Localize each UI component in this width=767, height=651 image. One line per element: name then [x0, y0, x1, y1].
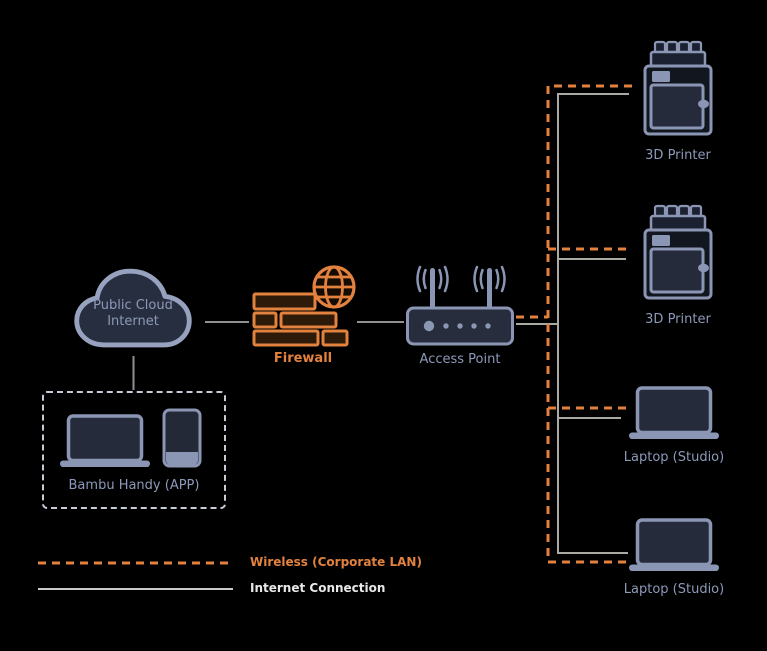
node-3d-printer-1: [643, 40, 713, 136]
brick-wall: [252, 292, 349, 347]
node-public-cloud: Public Cloud Internet: [68, 262, 198, 356]
node-laptop-2: [628, 518, 720, 572]
cloud-label: Public Cloud Internet: [93, 298, 173, 330]
door-handle: [698, 99, 709, 109]
printer-screen: [652, 235, 670, 246]
node-firewall: [250, 263, 356, 347]
legend-wireless-label: Wireless (Corporate LAN): [250, 555, 422, 569]
printer-icon: [643, 204, 713, 300]
node-3d-printer-2: [643, 204, 713, 300]
access-point-label: Access Point: [419, 352, 501, 367]
laptop-icon: [629, 386, 719, 439]
laptop-icon: [60, 414, 150, 467]
wifi-wave-arcs: [416, 265, 506, 293]
bambu-handy-group-box: [42, 391, 226, 509]
handy-phone: [162, 408, 202, 468]
firewall-icon: [252, 265, 356, 347]
node-access-point: [405, 262, 515, 350]
router-leds: [423, 320, 491, 332]
printer-door: [649, 247, 705, 294]
access-point-icon: [406, 265, 514, 346]
door-handle: [698, 263, 709, 273]
wire-internet-trunk: [516, 93, 629, 554]
handy-laptop: [59, 414, 151, 468]
bambu-handy-label: Bambu Handy (APP): [68, 478, 200, 493]
phone-icon: [162, 408, 202, 468]
globe-icon: [312, 265, 356, 309]
printer-door: [649, 83, 705, 130]
legend-internet-label: Internet Connection: [250, 581, 386, 595]
laptop-icon: [629, 518, 719, 571]
printer-1-label: 3D Printer: [645, 148, 711, 163]
antennas: [430, 268, 492, 310]
printer-screen: [652, 71, 670, 82]
laptop-1-label: Laptop (Studio): [623, 450, 725, 465]
printer-2-label: 3D Printer: [645, 312, 711, 327]
wire-wireless-trunk: [516, 84, 632, 564]
ams-spools: [653, 204, 703, 219]
laptop-2-label: Laptop (Studio): [623, 582, 725, 597]
firewall-label: Firewall: [273, 351, 333, 366]
node-laptop-1: [628, 386, 720, 440]
printer-icon: [643, 40, 713, 136]
cloud-icon: [74, 268, 192, 348]
